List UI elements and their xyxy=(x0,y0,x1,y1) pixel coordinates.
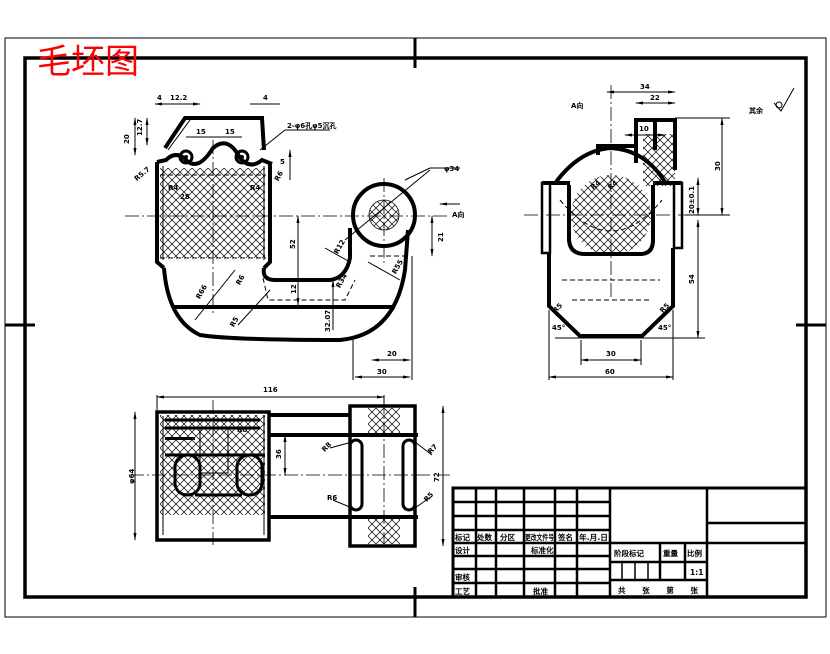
dim-text: 4 xyxy=(157,94,162,102)
dim-text: R4 xyxy=(168,184,178,192)
dim-text: 20 xyxy=(123,134,131,144)
dim-text: 5 xyxy=(280,158,285,166)
dim-text: R66 xyxy=(195,283,210,300)
tb-process: 工艺 xyxy=(455,586,470,596)
side-view-label: A向 xyxy=(571,101,583,110)
tb-standardization: 标准化 xyxy=(530,545,554,555)
dim-text: φ34 xyxy=(444,165,459,173)
dim-text: 30 xyxy=(377,368,387,376)
dim-text: 45° xyxy=(658,324,671,332)
tb-review: 审核 xyxy=(455,572,470,582)
tb-design: 设计 xyxy=(455,545,470,555)
dim-text: R34 xyxy=(335,272,350,289)
dim-text: 36 xyxy=(275,449,283,459)
dim-text: R5 xyxy=(658,302,671,315)
dim-text: R8 xyxy=(320,441,333,454)
dim-text: 22 xyxy=(650,94,660,102)
tb-stage-mark: 阶段标记 xyxy=(614,548,644,558)
dim-text: R6 xyxy=(273,170,285,183)
dim-text: 54 xyxy=(688,274,696,284)
dim-text: 116 xyxy=(263,386,278,394)
dim-text: 10 xyxy=(639,125,649,133)
tb-scale-value: 1:1 xyxy=(690,568,703,577)
tb-weight: 重量 xyxy=(663,548,678,558)
dim-text: 72 xyxy=(433,472,441,482)
front-view: 4 12.2 4 20 12.7 15 15 2-φ6孔φ5沉孔 5 R5.7 … xyxy=(123,94,464,380)
dim-text: R8 xyxy=(237,426,247,434)
tb-change-doc: 更改文件号 xyxy=(525,532,554,542)
dim-text: 12.7 xyxy=(136,119,144,136)
dim-text: 60 xyxy=(605,368,615,376)
dim-text: R4 xyxy=(250,184,260,192)
tb-scale-label: 比例 xyxy=(687,548,702,558)
dim-text: φ64 xyxy=(128,469,136,484)
dim-text: 12 xyxy=(290,284,298,294)
dim-text: 28 xyxy=(180,193,190,201)
dim-text: R6 xyxy=(327,494,337,502)
title-block: 标记 处数 分区 更改文件号 签名 年.月.日 设计 标准化 审核 工艺 批准 … xyxy=(451,486,808,599)
view-arrow-label: A向 xyxy=(452,210,464,219)
dim-text: 4 xyxy=(263,94,268,102)
dim-text: 32.07 xyxy=(324,310,332,332)
dim-text: R5 xyxy=(229,315,241,328)
dim-text: R5.7 xyxy=(133,165,152,183)
dim-text: 21 xyxy=(437,232,445,242)
dim-text: 45° xyxy=(552,324,565,332)
dim-text: R7 xyxy=(426,443,439,456)
centering-marks xyxy=(5,38,826,617)
dim-text: 52 xyxy=(289,239,297,249)
tb-approve: 批准 xyxy=(533,586,548,596)
tb-mark: 标记 xyxy=(454,532,470,542)
hole-note: 2-φ6孔φ5沉孔 xyxy=(287,121,336,130)
dim-text: R12 xyxy=(333,238,348,255)
dim-text: 34 xyxy=(640,83,650,91)
dim-text: 15 xyxy=(196,128,206,136)
tb-count: 处数 xyxy=(476,532,492,542)
surface-finish-label: 其余 xyxy=(749,106,764,115)
dim-text: R6 xyxy=(235,273,247,286)
dim-text: 20±0.1 xyxy=(688,186,696,214)
drawing-title: 毛坯图 xyxy=(37,42,139,82)
tb-date: 年.月.日 xyxy=(579,532,608,542)
dim-text: 12.2 xyxy=(170,94,187,102)
dim-text: 20 xyxy=(387,350,397,358)
tb-sheets: 共 张 第 张 xyxy=(618,585,699,595)
side-view: A向 34 2 xyxy=(524,83,730,380)
tb-zone: 分区 xyxy=(500,532,515,542)
dim-text: 30 xyxy=(714,161,722,171)
surface-finish-note: 其余 xyxy=(749,87,795,115)
dim-text: 30 xyxy=(606,350,616,358)
tb-signature: 签名 xyxy=(557,532,573,542)
top-view: 116 φ64 36 R8 R6 R7 R5 R8 72 xyxy=(128,386,450,548)
dim-text: 15 xyxy=(225,128,235,136)
